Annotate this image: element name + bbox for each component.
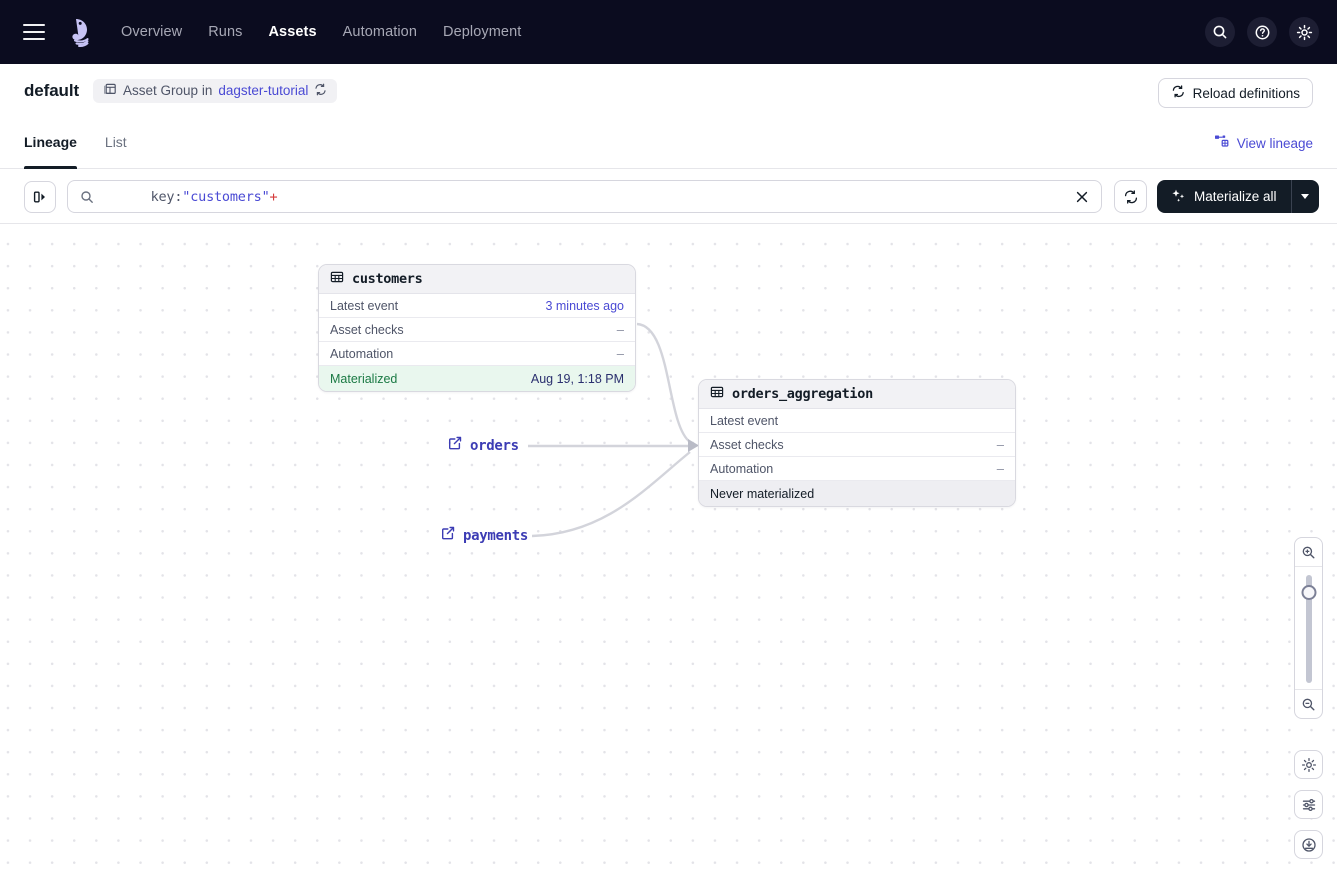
asset-group-icon [103,82,117,99]
materialize-all-button[interactable]: Materialize all [1157,180,1291,213]
row-label: Asset checks [710,437,784,452]
reload-definitions-label: Reload definitions [1192,85,1300,101]
search-query-operator: + [269,188,278,205]
table-icon [710,385,724,404]
asset-node-header: customers [319,265,635,294]
zoom-slider[interactable] [1295,566,1322,690]
external-link-icon [441,526,455,545]
external-asset-label: orders [470,437,519,454]
dagster-logo-icon[interactable] [63,13,101,51]
asset-node-header: orders_aggregation [699,380,1015,409]
tabs-row: Lineage List View lineage [0,117,1337,169]
nav-link-automation[interactable]: Automation [342,24,418,40]
help-icon[interactable] [1247,17,1277,47]
nav-link-overview[interactable]: Overview [121,24,183,40]
row-label: Automation [330,346,394,361]
row-label: Asset checks [330,322,404,337]
lineage-graph-canvas[interactable]: customers Latest event 3 minutes ago Ass… [0,224,1337,873]
external-asset-orders[interactable]: orders [448,436,519,455]
reload-icon [1171,84,1186,102]
nav-actions [1205,0,1319,64]
table-icon [330,270,344,289]
automation-value: – [616,346,624,361]
materialize-all-label: Materialize all [1194,189,1277,204]
zoom-out-icon[interactable] [1295,690,1322,718]
settings-gear-icon[interactable] [1289,17,1319,47]
panel-expand-icon[interactable] [24,181,56,213]
status-label: Materialized [330,371,398,386]
nav-links: Overview Runs Assets Automation Deployme… [121,24,521,40]
code-location-link[interactable]: dagster-tutorial [218,83,309,98]
page-title: default [24,80,80,100]
tab-lineage[interactable]: Lineage [24,117,77,169]
asset-search-input[interactable]: key:"customers"+ [67,180,1102,213]
asset-node-row-automation: Automation – [699,457,1015,481]
tab-list[interactable]: List [104,134,127,150]
external-asset-payments[interactable]: payments [441,526,528,545]
zoom-slider-handle[interactable] [1301,585,1316,600]
asset-node-row-automation: Automation – [319,342,635,366]
refresh-icon[interactable] [314,83,327,99]
graph-icon [1214,134,1229,152]
tabs: Lineage List [24,117,127,169]
view-lineage-link[interactable]: View lineage [1214,117,1313,169]
materialize-all-group: Materialize all [1157,180,1319,213]
row-label: Automation [710,461,774,476]
status-timestamp: Aug 19, 1:18 PM [530,371,624,386]
chevron-down-icon[interactable] [1290,180,1319,213]
recenter-graph-icon[interactable] [1294,830,1323,859]
search-query-value: "customers" [182,188,270,205]
asset-node-row-asset-checks: Asset checks – [699,433,1015,457]
nav-link-deployment[interactable]: Deployment [443,24,522,40]
row-label: Latest event [330,298,399,313]
sparkle-icon [1171,188,1186,206]
hamburger-menu-icon[interactable] [23,24,45,40]
asset-node-row-asset-checks: Asset checks – [319,318,635,342]
asset-group-prefix: Asset Group in [123,83,213,98]
view-lineage-label: View lineage [1236,135,1313,151]
status-label: Never materialized [710,486,815,501]
top-navigation-bar: Overview Runs Assets Automation Deployme… [0,0,1337,64]
zoom-slider-track [1305,575,1312,683]
graph-edges [528,322,699,538]
external-asset-label: payments [463,527,529,544]
row-label: Latest event [710,413,779,428]
nav-link-assets[interactable]: Assets [268,24,317,40]
refresh-graph-button[interactable] [1114,180,1147,213]
reload-definitions-button[interactable]: Reload definitions [1157,78,1313,108]
asset-node-row-latest-event: Latest event [699,409,1015,433]
graph-filters-sliders-icon[interactable] [1294,790,1323,819]
asset-checks-value: – [616,322,624,337]
status-badge-never-materialized: Never materialized [699,481,1015,506]
clear-search-icon[interactable] [1073,188,1091,206]
asset-node-customers[interactable]: customers Latest event 3 minutes ago Ass… [318,264,636,392]
canvas-vertical-scrollbar[interactable] [1332,224,1337,873]
search-icon [80,190,94,204]
breadcrumb-row: default Asset Group in dagster-tutorial … [0,64,1337,117]
asset-checks-value: – [996,437,1004,452]
search-icon[interactable] [1205,17,1235,47]
zoom-in-icon[interactable] [1295,538,1322,566]
nav-link-runs[interactable]: Runs [208,24,243,40]
asset-node-title: orders_aggregation [732,386,873,402]
asset-group-badge[interactable]: Asset Group in dagster-tutorial [93,78,338,103]
graph-settings-gear-icon[interactable] [1294,750,1323,779]
automation-value: – [996,461,1004,476]
asset-node-row-latest-event: Latest event 3 minutes ago [319,294,635,318]
search-query-key: key: [150,188,183,205]
asset-node-orders-aggregation[interactable]: orders_aggregation Latest event Asset ch… [698,379,1016,507]
latest-event-value[interactable]: 3 minutes ago [545,298,624,313]
external-link-icon [448,436,462,455]
zoom-controls [1294,537,1323,719]
status-badge-materialized: Materialized Aug 19, 1:18 PM [319,366,635,391]
asset-node-title: customers [352,271,423,287]
